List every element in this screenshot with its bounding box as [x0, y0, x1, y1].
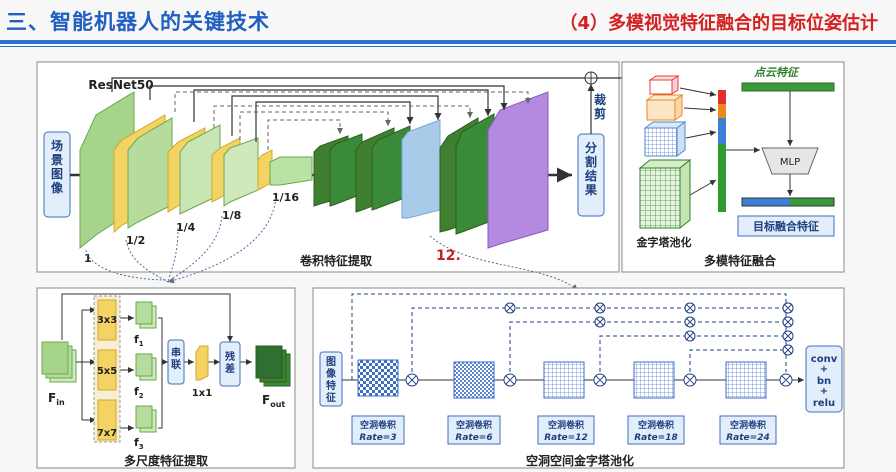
decoder-block-2 — [355, 125, 411, 213]
pyramid-cubes — [638, 75, 692, 230]
aspp-rate-5: Rate=24 — [726, 433, 769, 443]
encoder-block-5 — [257, 149, 313, 191]
aspp-caption: 空洞空间金字塔池化 — [526, 453, 634, 468]
aspp-input-label: 图像特征 — [325, 356, 337, 404]
skip-connections — [111, 77, 590, 142]
decoder-block-1 — [313, 133, 363, 207]
multiscale-panel — [36, 287, 296, 469]
slide-title: 三、智能机器人的关键技术 — [6, 10, 270, 34]
fout-label: Fout — [262, 393, 285, 409]
feature-label-3: f3 — [134, 436, 144, 451]
fused-bar-green — [790, 198, 834, 206]
kernel-3x3 — [97, 299, 117, 341]
aspp-rate-box-5 — [719, 415, 777, 445]
aspp-rate-box-1 — [351, 415, 405, 445]
aspp-grid-4 — [633, 361, 675, 399]
aspp-rate-box-2 — [447, 415, 501, 445]
aspp-grid-1 — [357, 359, 399, 397]
encoder-block-3 — [167, 124, 221, 215]
aspp-op-4: 空洞卷积 — [638, 419, 674, 431]
conv1x1-block — [195, 345, 209, 381]
scale-label-3: 1/4 — [176, 221, 196, 234]
decoder-block-4 — [439, 113, 495, 235]
aspp-out-3: bn — [817, 376, 831, 387]
aspp-grid-3 — [543, 361, 585, 399]
fin-stack — [41, 341, 77, 383]
encoder-block-4 — [211, 137, 259, 207]
slide-subtitle: （4）多模视觉特征融合的目标位姿估计 — [559, 13, 878, 34]
fout-stack — [255, 345, 291, 387]
aspp-grid-5 — [725, 361, 767, 399]
mlp-arrows — [726, 91, 793, 196]
aspp-node-marks — [407, 303, 793, 385]
scale-label-1: 1 — [84, 252, 92, 265]
kernel-label-1: 3x3 — [97, 315, 117, 326]
aspp-output-box — [805, 345, 843, 413]
kernel-7x7 — [97, 399, 117, 441]
aspp-out-4: + — [820, 386, 828, 397]
mlp-label: MLP — [780, 157, 800, 168]
scene-image-label: 场景图像 — [51, 139, 64, 195]
aspp-out-5: relu — [813, 398, 835, 409]
detail-connectors — [85, 197, 579, 291]
point-cloud-bar — [741, 82, 835, 92]
fusion-caption: 多模特征融合 — [704, 253, 777, 268]
conv-caption: 卷积特征提取 — [299, 253, 372, 268]
multiscale-caption: 多尺度特征提取 — [124, 453, 208, 468]
annotation-mark: 12. — [436, 248, 461, 264]
scale-label-4: 1/8 — [222, 209, 241, 222]
residual-box — [219, 341, 241, 387]
concat-box — [167, 339, 185, 385]
seg-label: 分割结果 — [584, 140, 597, 197]
kernel-label-2: 5x5 — [97, 366, 117, 377]
pyramid-arrows — [679, 87, 717, 196]
aspp-out-2: + — [820, 364, 828, 375]
aspp-rate-box-4 — [627, 415, 685, 445]
aspp-rate-2: Rate=6 — [455, 433, 492, 443]
aspp-grid-2 — [453, 361, 495, 399]
crop-label: 裁剪 — [594, 92, 606, 121]
aspp-rate-3: Rate=12 — [544, 433, 587, 443]
dashed-connections — [174, 91, 531, 150]
aspp-op-3: 空洞卷积 — [548, 419, 584, 431]
fin-label: Fin — [48, 391, 65, 407]
residual-label: 残差 — [225, 350, 235, 375]
fused-bar-blue — [742, 198, 834, 206]
decoder-block-3 — [401, 119, 441, 219]
output-block — [487, 91, 549, 249]
scale-label-2: 1/2 — [126, 234, 145, 247]
feature-label-2: f2 — [134, 385, 144, 400]
feature-maps — [135, 301, 157, 433]
conv1x1-label: 1x1 — [192, 388, 212, 399]
kernel-label-3: 7x7 — [97, 428, 117, 439]
aspp-op-1: 空洞卷积 — [360, 419, 396, 431]
resnet-label: ResNet50 — [88, 78, 153, 92]
point-cloud-label: 点云特征 — [753, 66, 800, 79]
mlp-block — [761, 147, 819, 175]
aspp-rate-box-3 — [537, 415, 595, 445]
aspp-op-2: 空洞卷积 — [456, 419, 492, 431]
target-feature-box — [737, 215, 835, 237]
kernel-5x5 — [97, 349, 117, 391]
concat-label: 串联 — [171, 346, 181, 371]
aspp-dashed-lines — [351, 293, 788, 380]
header-rule-thin — [0, 46, 896, 47]
target-feature-label: 目标融合特征 — [753, 219, 819, 233]
header-rule — [0, 40, 896, 44]
aspp-op-5: 空洞卷积 — [730, 419, 766, 431]
aspp-rate-1: Rate=3 — [359, 433, 396, 443]
pyramid-label: 金字塔池化 — [636, 235, 692, 249]
aspp-out-1: conv — [811, 354, 838, 365]
pyramid-feature-bar — [718, 90, 726, 212]
feature-label-1: f1 — [134, 333, 144, 348]
aspp-input-box — [319, 351, 343, 407]
aspp-rate-4: Rate=18 — [634, 433, 677, 443]
scale-label-5: 1/16 — [272, 191, 299, 204]
